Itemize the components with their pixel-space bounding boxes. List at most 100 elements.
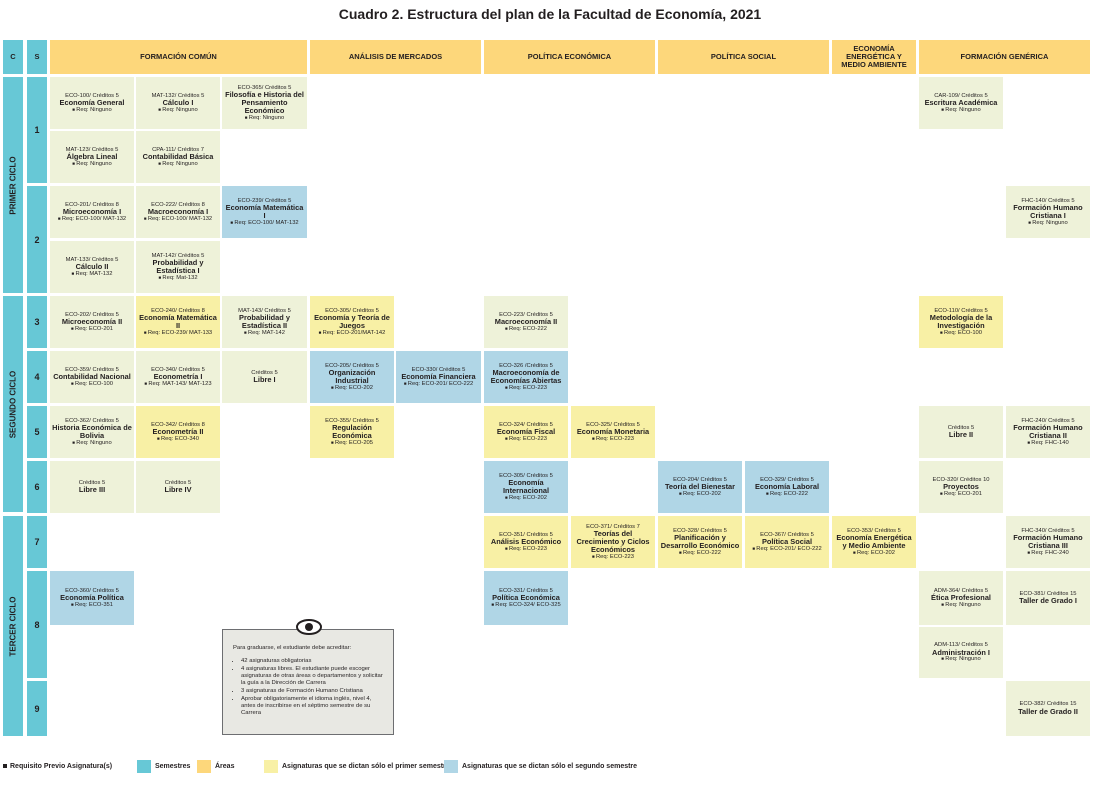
course-code: ECO-324/ Créditos 5 xyxy=(499,421,553,428)
course-req: Req: ECO-324/ ECO-325 xyxy=(491,602,560,608)
course-req: Req: ECO-223 xyxy=(505,436,547,442)
course-req: Req: ECO-100/ MAT-132 xyxy=(58,216,126,222)
course-name: Economía Laboral xyxy=(754,482,820,491)
course-name: Economía Monetaria xyxy=(576,427,650,436)
legend-primer-semestre: Asignaturas que se dictan sólo el primer… xyxy=(264,759,450,773)
course-req: Req: MAT-142 xyxy=(244,330,285,336)
course-name: Cálculo I xyxy=(162,98,194,107)
semester-1: 1 xyxy=(27,77,47,183)
course-code: Créditos 5 xyxy=(78,479,106,486)
course-code: ADM-113/ Créditos 5 xyxy=(934,642,988,649)
course-req: Req: ECO-201/ ECO-222 xyxy=(404,381,473,387)
course-req: Req: ECO-100/ MAT-132 xyxy=(144,216,212,222)
course-code: MAT-142/ Créditos 5 xyxy=(151,252,205,259)
course-code: ECO-110/ Créditos 5 xyxy=(934,307,988,314)
course-code: ECO-305/ Créditos 5 xyxy=(325,307,379,314)
legend-label: Asignaturas que se dictan sólo el primer… xyxy=(282,762,450,770)
legend-swatch xyxy=(197,759,211,773)
semester-8: 8 xyxy=(27,571,47,678)
course-name: Formación Humano Cristiana III xyxy=(1013,533,1083,550)
course-code: ECO-329/ Créditos 5 xyxy=(760,476,814,483)
course-name: Macroeconomía I xyxy=(147,207,209,216)
eye-icon xyxy=(296,619,322,635)
course-name: Economía Política xyxy=(60,593,124,602)
course-code: ECO-367/ Créditos 5 xyxy=(760,531,814,538)
course-code: ECO-326 /Créditos 5 xyxy=(499,362,553,369)
course-name: Libre IV xyxy=(164,485,192,495)
header-analisis-mercados: ANÁLISIS DE MERCADOS xyxy=(310,40,481,74)
header-politica-social: POLÍTICA SOCIAL xyxy=(658,40,829,74)
graduation-note: Para graduarse, el estudiante debe acred… xyxy=(222,629,394,735)
course-req: Req: ECO-201 xyxy=(71,326,113,332)
legend-label: Requisito Previo Asignatura(s) xyxy=(10,762,113,770)
course-code: Créditos 5 xyxy=(947,424,975,431)
course-name: Política Económica xyxy=(492,593,560,602)
semester-9: 9 xyxy=(27,681,47,736)
semester-6: 6 xyxy=(27,461,47,513)
course-req: Req: ECO-223 xyxy=(592,436,634,442)
course-code: ECO-360/ Créditos 5 xyxy=(65,587,119,594)
course-req: Req: Ninguno xyxy=(158,161,197,167)
course-req: Req: ECO-222 xyxy=(679,550,721,556)
course-name: Formación Humano Cristiana II xyxy=(1013,423,1083,440)
cycle-label: PRIMER CICLO xyxy=(8,155,18,215)
course-name: Economía Matemática I xyxy=(225,203,304,220)
course-req: Req: MAT-143/ MAT-123 xyxy=(144,381,211,387)
legend-label: Áreas xyxy=(215,762,235,770)
course-req: Req: ECO-222 xyxy=(766,491,808,497)
semester-4: 4 xyxy=(27,351,47,403)
course-req: Req: ECO-201 xyxy=(940,491,982,497)
header-formacion-generica: FORMACIÓN GENÉRICA xyxy=(919,40,1090,74)
semester-2: 2 xyxy=(27,186,47,293)
course-req: Req: ECO-100/ MAT-132 xyxy=(230,220,298,226)
legend-label: Asignaturas que se dictan sólo el segund… xyxy=(462,762,638,770)
course-name: Taller de Grado I xyxy=(1019,596,1077,606)
course-req: Req: ECO-202 xyxy=(679,491,721,497)
course-req: Req: ECO-223 xyxy=(505,385,547,391)
course-code: ECO-340/ Créditos 5 xyxy=(151,366,205,373)
course-req: Req: Ninguno xyxy=(245,115,284,121)
course-code: FHC-140/ Créditos 5 xyxy=(1021,197,1075,204)
note-list: 42 asignaturas obligatorias 4 asignatura… xyxy=(233,658,385,717)
course-req: Req: Ninguno xyxy=(72,440,111,446)
course-name: Contabilidad Básica xyxy=(142,152,214,161)
legend-req: Requisito Previo Asignatura(s) xyxy=(3,759,112,773)
course-code: ECO-202/ Créditos 5 xyxy=(65,311,119,318)
course-code: MAT-133/ Créditos 5 xyxy=(65,256,119,263)
cycle-label: TERCER CICLO xyxy=(8,596,18,656)
course-req: Req: Mat-132 xyxy=(158,275,197,281)
course-req: Req: FHC-140 xyxy=(1027,440,1068,446)
course-name: Cálculo II xyxy=(75,262,109,271)
course-req: Req: ECO-223 xyxy=(505,546,547,552)
course-name: Microeconomía I xyxy=(62,207,122,216)
page-title: Cuadro 2. Estructura del plan de la Facu… xyxy=(338,6,762,22)
semester-3: 3 xyxy=(27,296,47,348)
cycle-segundo: SEGUNDO CICLO xyxy=(3,296,23,512)
course-code: ECO-365/ Créditos 5 xyxy=(237,84,292,91)
legend-label: Semestres xyxy=(155,762,191,770)
course-code: ADM-364/ Créditos 5 xyxy=(933,587,989,594)
course-code: ECO-325/ Créditos 5 xyxy=(586,421,640,428)
course-req: Req: ECO-222 xyxy=(505,326,547,332)
course-name: Economía General xyxy=(59,98,125,107)
